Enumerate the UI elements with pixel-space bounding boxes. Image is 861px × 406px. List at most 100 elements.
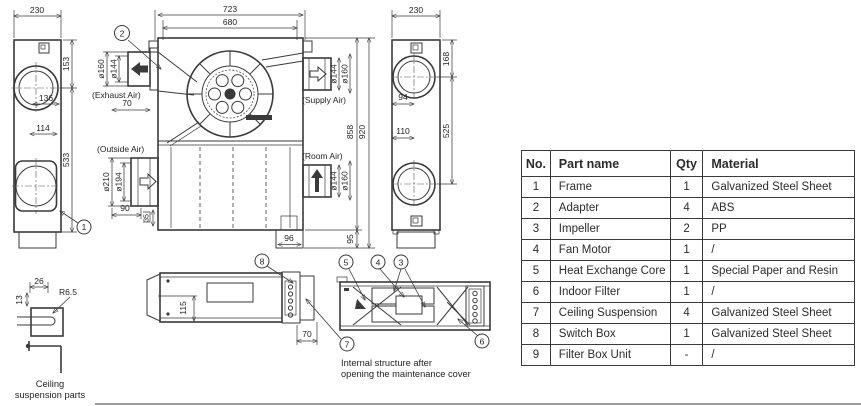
header-part-name: Part name bbox=[549, 150, 671, 177]
callout-4-fan-motor bbox=[370, 254, 386, 270]
cell-material: Special Paper and Resin bbox=[702, 260, 855, 282]
svg-text:7: 7 bbox=[345, 340, 350, 350]
svg-text:8: 8 bbox=[260, 257, 265, 267]
dim-left-height: 533 bbox=[61, 153, 71, 167]
supply-duct: ø144 ø160 (Supply Air) bbox=[302, 54, 350, 105]
table-row: 3 Impeller 2 PP bbox=[521, 218, 855, 240]
header-qty: Qty bbox=[669, 150, 704, 177]
cell-no: 5 bbox=[521, 260, 551, 282]
right-side-view: 230 168 525 94 110 bbox=[391, 5, 457, 249]
table-row: 2 Adapter 4 ABS bbox=[521, 197, 855, 219]
dim-side-height: 115 bbox=[178, 301, 188, 315]
dim-right-width: 230 bbox=[409, 5, 423, 15]
dim-mounting-pitch: 680 bbox=[223, 17, 237, 27]
table-row: 9 Filter Box Unit - / bbox=[521, 344, 855, 366]
dim-side-offset: 35 bbox=[144, 214, 151, 222]
table-row: 7 Ceiling Suspension 4 Galvanized Steel … bbox=[521, 302, 855, 324]
dim-top-to-port: 153 bbox=[61, 57, 71, 71]
dim-right-port-offset: 94 bbox=[398, 92, 408, 102]
dim-supply-outer: ø160 bbox=[340, 64, 350, 84]
cell-part-name: Switch Box bbox=[549, 323, 671, 345]
hanger-clip bbox=[38, 42, 50, 54]
svg-text:3: 3 bbox=[399, 258, 404, 268]
cell-material: / bbox=[702, 239, 855, 261]
svg-text:1: 1 bbox=[82, 222, 87, 232]
cell-material: Galvanized Steel Sheet bbox=[702, 176, 855, 198]
ceiling-suspension-detail: 26 13 R6.5 Ceiling suspension parts bbox=[14, 276, 85, 400]
cell-material: / bbox=[702, 281, 855, 303]
callout-2-adapter bbox=[114, 25, 130, 41]
dim-outside-inner: ø194 bbox=[114, 172, 124, 192]
impeller-hole bbox=[239, 87, 252, 101]
dim-lower-port-offset: 114 bbox=[36, 123, 50, 133]
bottom-tab bbox=[275, 229, 304, 249]
unit-body bbox=[157, 37, 304, 231]
cell-no: 4 bbox=[521, 239, 551, 261]
header-material: Material bbox=[702, 150, 855, 177]
cell-part-name: Adapter bbox=[549, 197, 671, 219]
callout-5-heat-exchange-core bbox=[338, 254, 354, 270]
switch-box-side-view: 115 70 8 7 bbox=[146, 253, 355, 352]
dim-slot-radius: R6.5 bbox=[59, 287, 77, 297]
svg-text:5: 5 bbox=[344, 258, 349, 268]
fan-assembly bbox=[157, 50, 304, 147]
dim-exhaust-offset: 70 bbox=[122, 98, 132, 108]
dim-right-lower-port-offset: 110 bbox=[396, 126, 410, 136]
svg-text:4: 4 bbox=[376, 258, 381, 268]
callout-3-impeller bbox=[393, 254, 409, 270]
dim-outside-outer: ø210 bbox=[101, 172, 111, 192]
cell-qty: 4 bbox=[669, 197, 704, 219]
right-view-body bbox=[391, 39, 441, 231]
label-supply-air: (Supply Air) bbox=[302, 95, 346, 105]
nameplate bbox=[206, 282, 254, 303]
internal-structure-view: 5 4 3 6 Internal structure after opening… bbox=[336, 254, 491, 379]
dim-slot-offset: 13 bbox=[14, 295, 24, 305]
cell-material: Galvanized Steel Sheet bbox=[702, 302, 855, 324]
dim-overall-length: 723 bbox=[223, 4, 237, 14]
terminal-block bbox=[465, 285, 485, 327]
callout-1-frame bbox=[76, 219, 92, 235]
svg-text:2: 2 bbox=[120, 29, 125, 39]
hanger-clip-top bbox=[410, 42, 423, 54]
label-exhaust-air: (Exhaust Air) bbox=[92, 90, 141, 100]
cell-qty: 1 bbox=[669, 281, 704, 303]
cell-part-name: Fan Motor bbox=[549, 239, 671, 261]
dim-tab-width: 96 bbox=[284, 233, 294, 243]
table-header-row: No. Part name Qty Material bbox=[521, 150, 855, 177]
cell-no: 9 bbox=[521, 344, 551, 366]
label-room-air: (Room Air) bbox=[302, 151, 343, 161]
drain-collar bbox=[280, 215, 298, 231]
airflow-arrow-supply bbox=[309, 65, 327, 83]
dim-outside-offset: 90 bbox=[120, 203, 130, 213]
table-row: 6 Indoor Filter 1 / bbox=[521, 281, 855, 303]
dim-bracket-width: 26 bbox=[34, 276, 44, 286]
suspension-caption-line1: Ceiling bbox=[36, 379, 64, 389]
internal-body bbox=[339, 281, 491, 331]
dim-tab-height: 95 bbox=[345, 234, 355, 244]
cell-no: 7 bbox=[521, 302, 551, 324]
plan-view: 723 680 bbox=[92, 4, 375, 248]
hanger-clip-bottom bbox=[410, 215, 423, 227]
cell-part-name: Filter Box Unit bbox=[549, 344, 671, 366]
airflow-arrow-outside bbox=[139, 172, 157, 191]
cell-no: 3 bbox=[521, 218, 551, 240]
room-air-duct: (Room Air) ø144 ø160 bbox=[302, 151, 350, 200]
cell-material: ABS bbox=[702, 197, 855, 219]
fan-hub bbox=[224, 88, 236, 100]
cell-qty: 4 bbox=[669, 302, 704, 324]
callout-6-indoor-filter bbox=[474, 333, 490, 349]
dim-exhaust-outer: ø160 bbox=[96, 59, 106, 79]
airflow-arrow-exhaust bbox=[131, 62, 148, 76]
cell-qty: 1 bbox=[669, 239, 704, 261]
cell-part-name: Heat Exchange Core bbox=[549, 260, 671, 282]
left-end-cap bbox=[146, 273, 161, 322]
callout-8-switch-box bbox=[254, 253, 270, 269]
dim-room-outer: ø160 bbox=[340, 171, 350, 191]
suspension-caption-line2: suspension parts bbox=[15, 390, 86, 400]
svg-text:6: 6 bbox=[480, 337, 485, 347]
dim-right-top-to-port: 168 bbox=[441, 52, 451, 66]
suspension-bracket-left bbox=[148, 40, 159, 53]
cell-part-name: Frame bbox=[549, 176, 671, 198]
cell-qty: 1 bbox=[669, 176, 704, 198]
